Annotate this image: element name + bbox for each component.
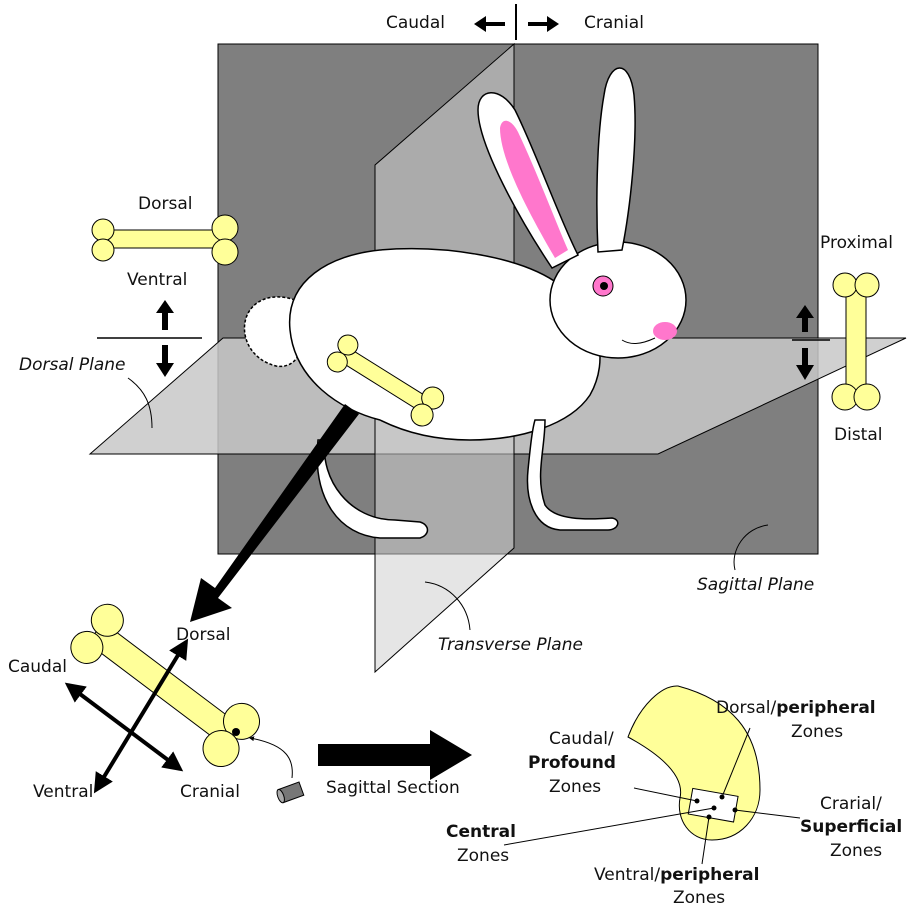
zone-dorsal-line1: Dorsal/peripheral	[716, 698, 876, 718]
zone-cranial-line2: Superficial	[800, 817, 902, 837]
sagittal-section-arrow	[318, 730, 472, 780]
zone-central-line2: Zones	[457, 846, 509, 866]
zone-ventral-line2: Zones	[673, 888, 725, 908]
zone-central-line1: Central	[446, 822, 516, 842]
zone-dorsal-line2: Zones	[791, 722, 843, 742]
zone-cranial-line1: Crarial/	[820, 794, 882, 814]
zone-ventral-line1: Ventral/peripheral	[594, 865, 759, 885]
bone-dorsal-label: Dorsal	[176, 625, 230, 645]
dorsal-left-label: Dorsal	[138, 194, 192, 214]
up-arrow-left	[156, 300, 174, 330]
cranial-arrow	[528, 16, 559, 32]
sample-site-dot	[232, 728, 240, 736]
bone-cranial-label: Cranial	[180, 782, 240, 802]
core-sample-cylinder	[276, 782, 304, 804]
cranial-top-label: Cranial	[584, 13, 644, 33]
zone-caudal-line3: Zones	[549, 777, 601, 797]
bone-ventral-label: Ventral	[33, 782, 93, 802]
dorsal-plane-label: Dorsal Plane	[19, 355, 126, 375]
transverse-plane-label: Transverse Plane	[438, 635, 583, 655]
extracted-femur	[63, 596, 266, 773]
proximal-label: Proximal	[820, 233, 893, 253]
down-arrow-left	[156, 345, 174, 377]
ventral-left-label: Ventral	[127, 270, 187, 290]
sagittal-section-label: Sagittal Section	[326, 778, 460, 798]
rabbit-nose	[653, 322, 677, 340]
zone-caudal-line1: Caudal/	[549, 729, 614, 749]
caudal-top-label: Caudal	[386, 13, 445, 33]
zone-caudal-line2: Profound	[528, 753, 616, 773]
zone-cranial-line3: Zones	[830, 841, 882, 861]
bone-caudal-label: Caudal	[8, 657, 67, 677]
rabbit-pupil	[600, 282, 608, 290]
central-zone-pointer	[504, 808, 714, 845]
dorsal-ventral-bone	[92, 215, 238, 265]
sagittal-plane-label: Sagittal Plane	[697, 575, 814, 595]
caudal-arrow	[474, 16, 505, 32]
distal-label: Distal	[834, 425, 882, 445]
sample-pointer	[250, 738, 292, 778]
